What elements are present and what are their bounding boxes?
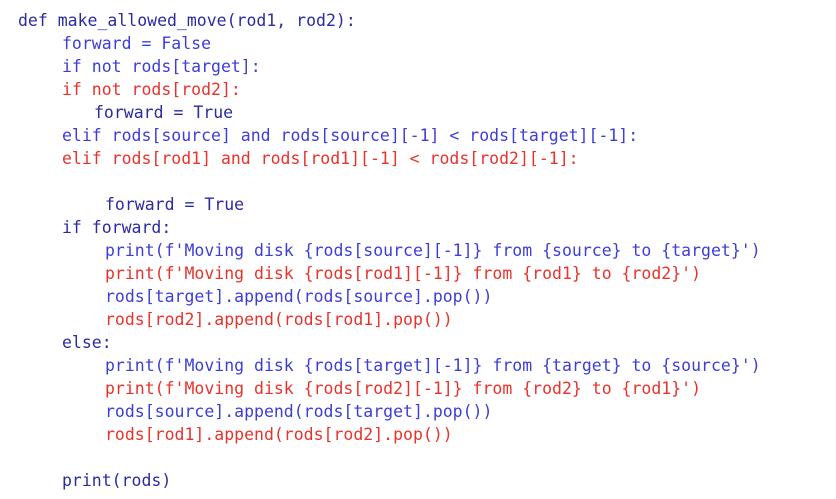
code-line-else: else: [62,333,112,352]
code-line-print-rod1-rod2: print(f'Moving disk {rods[rod1][-1]} fro… [105,264,702,283]
code-line-blank [0,170,836,193]
code-line-forward-true-2: forward = True [105,195,245,214]
code-line-def: def make_allowed_move(rod1, rod2): [18,11,356,30]
code-line-forward-false: forward = False [62,34,212,53]
code-line-print-target-source: print(f'Moving disk {rods[target][-1]} f… [105,356,761,375]
code-line-append-target: rods[target].append(rods[source].pop()) [105,287,493,306]
code-line-if-not-target: if not rods[target]: [62,57,261,76]
code-line-if-not-rod2: if not rods[rod2]: [62,80,241,99]
code-line-forward-true: forward = True [94,103,234,122]
code-line-append-source: rods[source].append(rods[target].pop()) [105,402,493,421]
code-line-blank-2 [0,446,836,469]
code-line-print-rods: print(rods) [62,471,172,490]
code-line-elif-rod1: elif rods[rod1] and rods[rod1][-1] < rod… [62,149,579,168]
code-line-print-source-target: print(f'Moving disk {rods[source][-1]} f… [105,241,761,260]
code-line-if-forward: if forward: [62,218,172,237]
code-line-append-rod2: rods[rod2].append(rods[rod1].pop()) [105,310,453,329]
code-line-elif-source: elif rods[source] and rods[source][-1] <… [62,126,639,145]
code-line-append-rod1: rods[rod1].append(rods[rod2].pop()) [105,425,453,444]
code-line-print-rod2-rod1: print(f'Moving disk {rods[rod2][-1]} fro… [105,379,702,398]
